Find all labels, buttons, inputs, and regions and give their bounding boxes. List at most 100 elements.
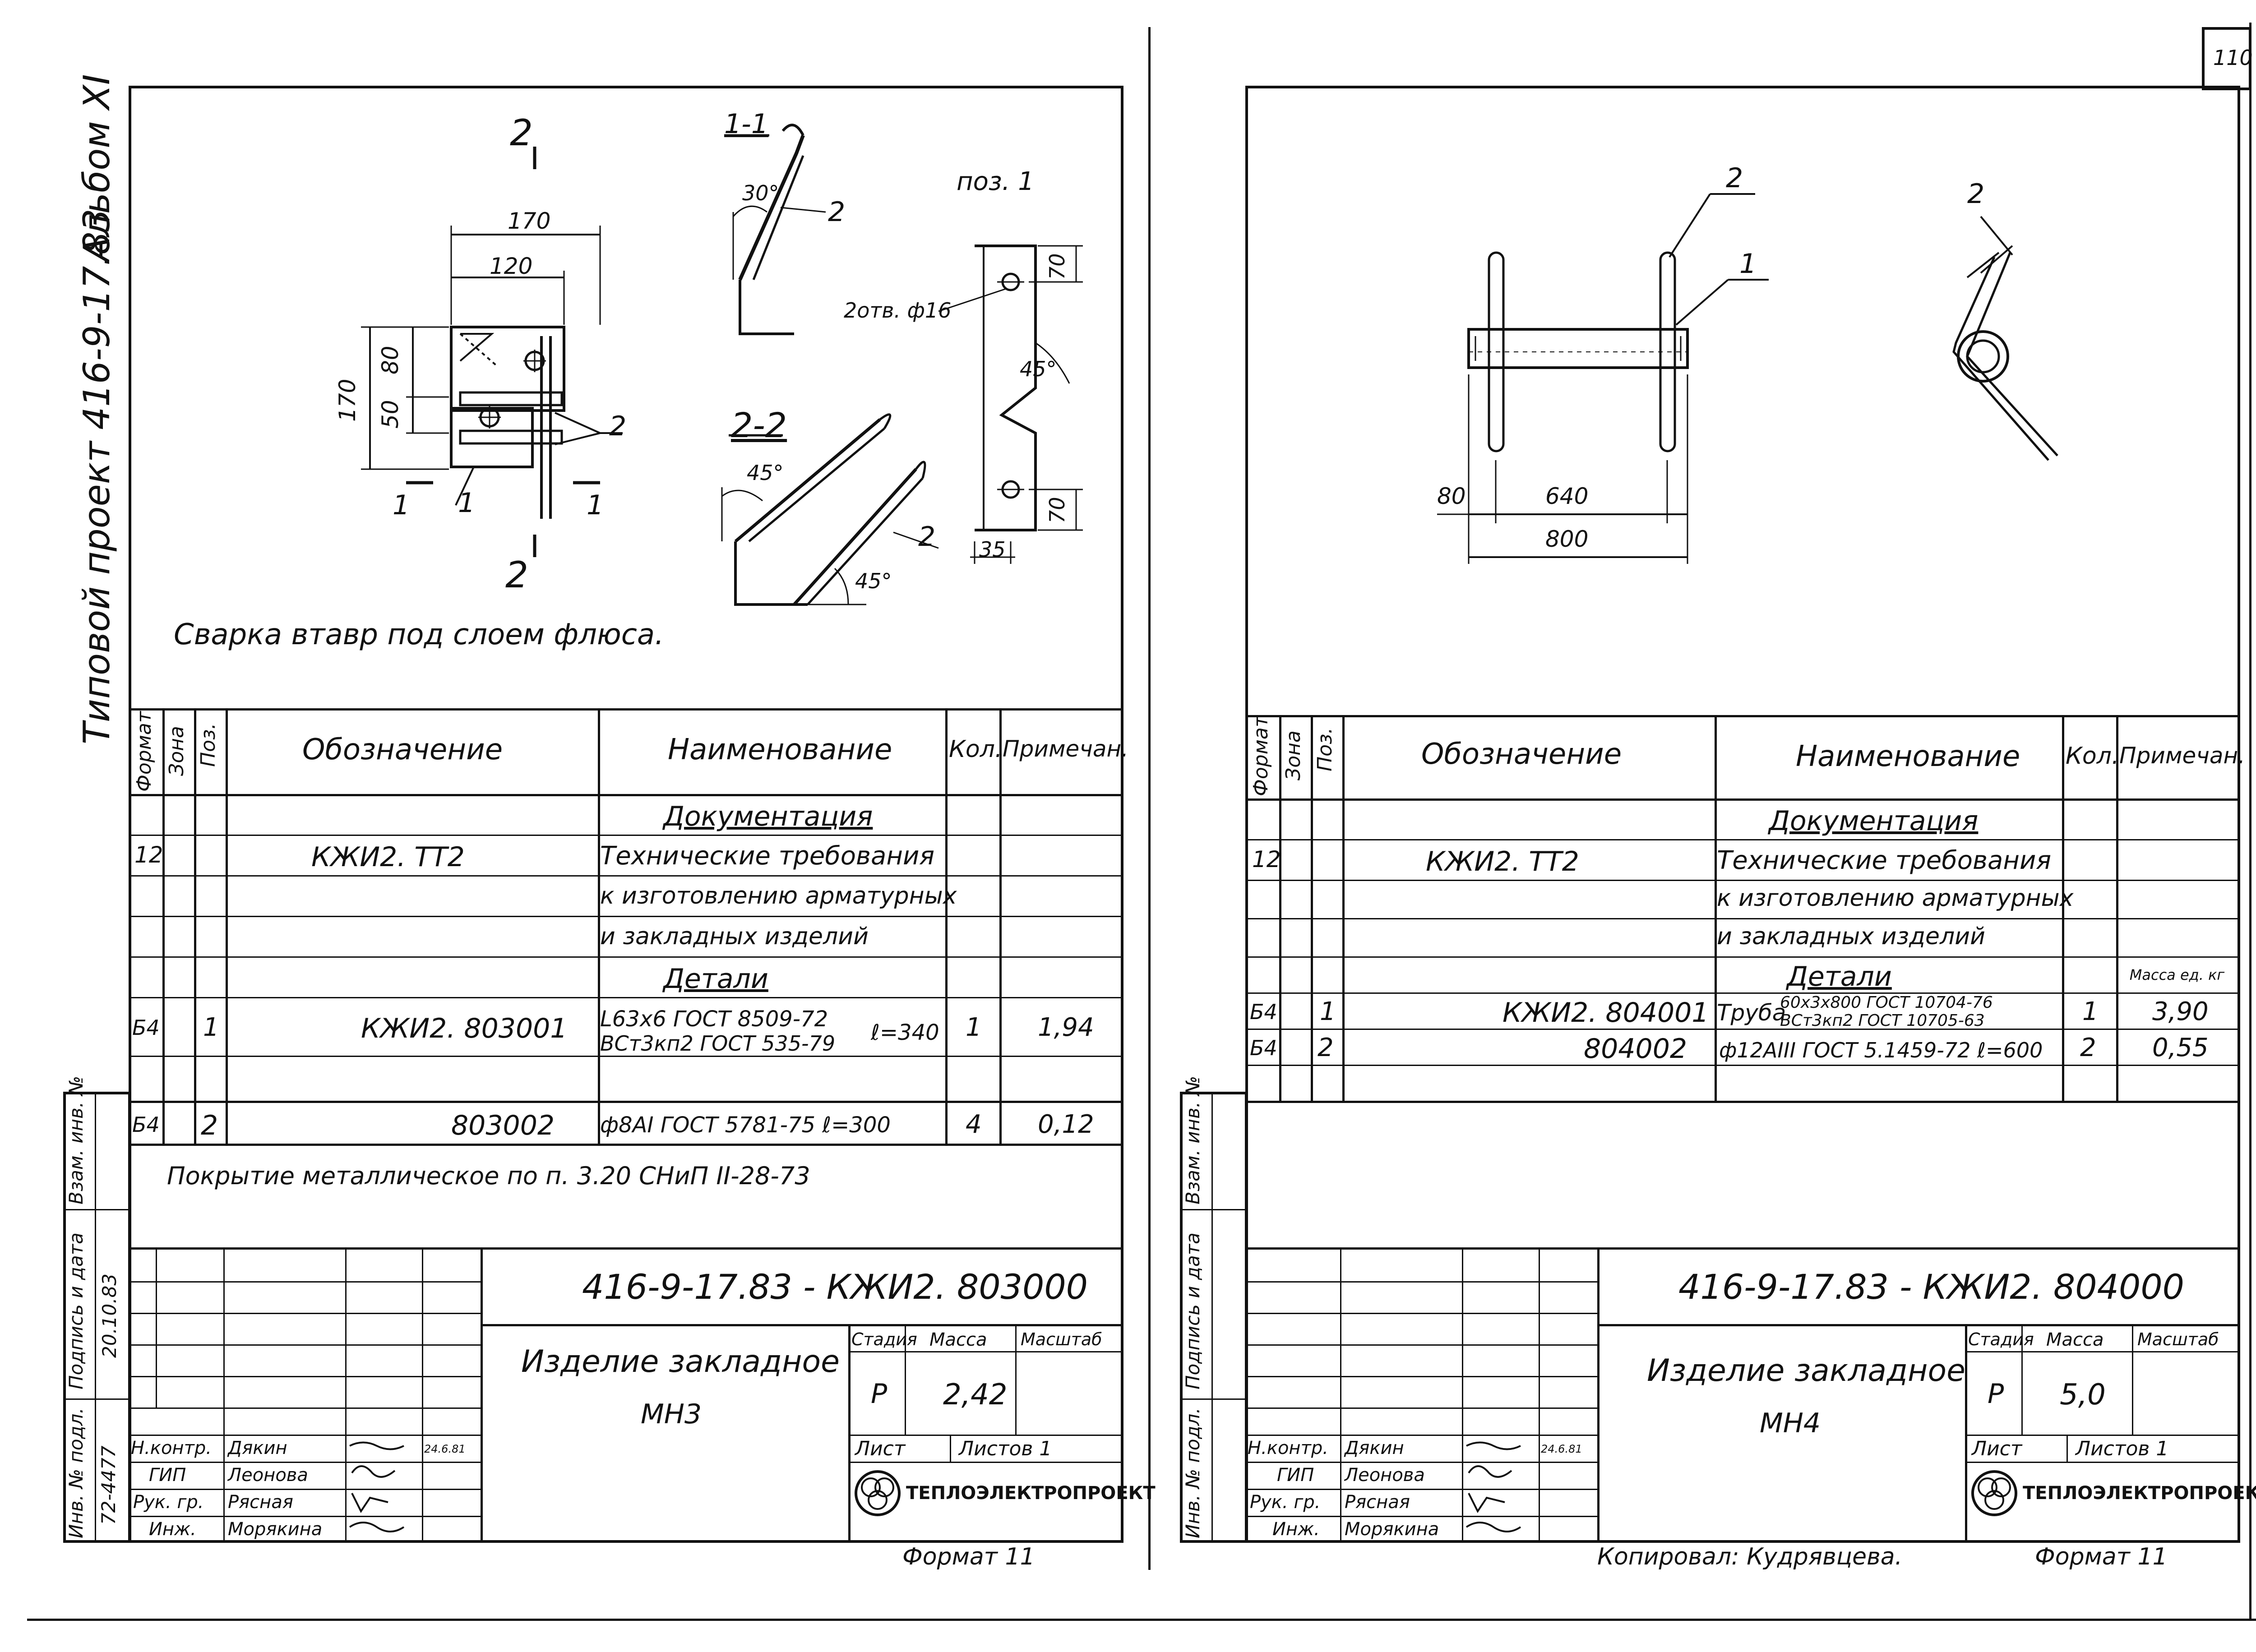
right-side-stamp-row [1180,1398,1248,1400]
left-table-head-bottom [129,794,1123,796]
bottom-edge-line [27,1619,2256,1621]
left-tb-stage-label: Стадия [851,1329,917,1349]
left-row1-designation: КЖИ2. 803001 [361,1013,568,1044]
left-tb-divider [481,1247,483,1543]
section-1-right-label: 1 [587,489,604,521]
left-tb-role-4: Инж. [149,1519,196,1540]
left-tb-line [129,1462,481,1463]
left-org-name: ТЕПЛОЭЛЕКТРОПРОЕКТ [906,1483,1156,1504]
pos-2-label: 2 [609,411,627,442]
left-col-qty-ext [999,1101,1002,1144]
right-row-line [1245,992,2240,994]
left-tb-name-4: Морякина [228,1519,323,1540]
dim-120: 120 [490,253,533,279]
right-row1-format: Б4 [1250,1000,1277,1024]
left-tb-sheets-label: Листов 1 [959,1437,1052,1460]
left-main-view [361,147,623,557]
left-row1-pos: 1 [203,1013,219,1042]
left-row2-name: ф8АI ГОСТ 5781-75 ℓ=300 [600,1112,891,1138]
right-side-sign-date: Подпись и дата [1182,1232,1204,1389]
left-row-line [129,1101,1123,1102]
left-col-format-ext [162,1101,165,1144]
right-tb-line [1245,1313,1597,1314]
view-2-2 [721,413,939,606]
left-tb-name-2: Леонова [228,1465,308,1486]
left-tb-sheet-label: Лист [855,1437,906,1460]
left-tb-top [129,1247,1123,1250]
left-row-line [129,956,1123,958]
right-row-line [1245,880,2240,881]
right-org-name: ТЕПЛОЭЛЕКТРОПРОЕКТ [2023,1483,2256,1504]
right-head-designation: Обозначение [1421,738,1622,771]
right-tb-col [1462,1247,1463,1543]
left-sheet-frame [129,86,1123,1543]
angle-45b: 45° [855,569,892,593]
left-row-line [129,997,1123,998]
right-row2-name: ф12АIII ГОСТ 5.1459-72 ℓ=600 [1719,1038,2043,1062]
left-tb-col [345,1247,347,1543]
right-tb-sheet-col [2066,1435,2068,1462]
right-tb-role-1: Н.контр. [1248,1438,1328,1458]
left-tb-name-3: Рясная [228,1492,293,1513]
right-col-qty [2116,715,2118,1101]
weld-note: Сварка втавр под слоем флюса. [174,618,664,651]
pos1-title: поз. 1 [957,167,1034,196]
right-tb-code-line [1597,1324,2240,1326]
right-row2-qty: 2 [2080,1033,2096,1062]
right-side-stamp-col [1211,1092,1213,1543]
left-tb-title-1: Изделие закладное [521,1344,840,1380]
left-tb-line [129,1281,481,1283]
right-tb-title-2: МН4 [1760,1407,1821,1439]
left-tb-date: 24.6.81 [424,1443,466,1455]
right-table-head-bottom [1245,798,2240,801]
left-head-note: Примечан. [1003,736,1129,762]
right-table-top [1245,715,2240,717]
right-section-parts: Детали [1787,961,1892,992]
left-tb-code-line [481,1324,1123,1326]
right-row2-pos: 2 [1318,1033,1334,1062]
angle-45a: 45° [747,461,784,485]
right-tb-line [1245,1376,1597,1377]
right-tb-date: 24.6.81 [1541,1443,1582,1455]
left-table-end [129,1144,1123,1146]
left-side-stamp [63,1092,131,1543]
page-number-box [2202,27,2251,90]
right-side-inv-orig: Инв. № подл. [1182,1407,1204,1538]
right-row-line [1245,839,2240,840]
right-head-note: Примечан. [2119,743,2246,769]
right-side-stamp [1180,1092,1248,1543]
left-head-qty: Кол. [949,736,1003,763]
left-col-designation-ext [598,1101,600,1144]
left-row-line [129,1056,1123,1057]
right-table-bottom [1245,1101,2240,1103]
right-row-line [1245,1029,2240,1030]
view-1-1 [724,124,826,335]
right-tb-col [1340,1247,1341,1543]
tep-logo-icon [1971,1470,2017,1516]
left-tb-sheet-line [848,1462,1123,1463]
left-tb-line [129,1435,481,1436]
right-row2-note: 0,55 [2152,1033,2209,1062]
right-col-pos [1342,715,1345,1101]
right-tb-line [1245,1516,1597,1517]
left-tb-role-1: Н.контр. [131,1438,212,1458]
right-tb-role-2: ГИП [1277,1465,1314,1486]
right-row1-pos: 1 [1320,997,1336,1026]
left-tb-name-1: Дякин [228,1438,287,1458]
right-pos-2-a: 2 [1726,162,1743,194]
left-tb-title-2: МН3 [641,1398,702,1430]
left-tb-mass-col [1015,1324,1017,1435]
right-head-qty: Кол. [2066,743,2119,770]
left-row2-designation: 803002 [451,1110,555,1141]
right-row1-designation: КЖИ2. 804001 [1502,997,1709,1029]
right-tb-divider [1597,1247,1600,1543]
left-format-label: Формат 11 [902,1543,1035,1570]
left-table-top [129,708,1123,711]
right-row1-name-1: 60x3x800 ГОСТ 10704-76 [1780,993,1993,1012]
right-format-label: Формат 11 [2035,1543,2168,1570]
right-row2-format: Б4 [1250,1036,1277,1060]
holes-label: 2отв. ф16 [844,298,952,323]
left-coating-note: Покрытие металлическое по п. 3.20 СНиП I… [167,1162,810,1190]
left-doc-name-1: Технические требования [600,841,935,871]
